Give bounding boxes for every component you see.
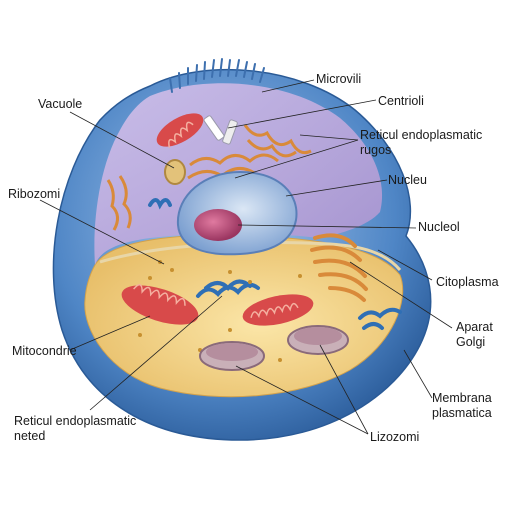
label-membrana-plasmatica: Membrana plasmatica [432,391,492,420]
smooth-er [148,198,402,330]
microvilli [169,58,265,93]
mitochondrion-top [156,113,204,148]
label-reticul-rugos: Reticul endoplasmatic rugos [360,128,483,157]
label-vacuole: Vacuole [38,97,83,111]
label-aparat-golgi: Aparat Golgi [456,320,493,349]
label-reticul-neted: Reticul endoplasmatic neted [14,414,137,443]
label-mitocondrie: Mitocondrie [12,344,77,358]
label-citoplasma: Citoplasma [436,275,499,289]
golgi-apparatus [310,233,368,302]
lysosomes [199,325,349,371]
label-microvili: Microvili [316,72,362,86]
label-ribozomi: Ribozomi [8,187,61,201]
mitochondrion-left [121,284,199,325]
mitochondrion-right [242,294,314,326]
label-nucleol: Nucleol [418,220,460,234]
nucleolus [194,209,242,241]
leader-lines [39,79,453,435]
label-lizozomi: Lizozomi [370,430,420,444]
centrioles [203,115,238,145]
rough-er [106,124,312,231]
label-nucleu: Nucleu [388,173,427,187]
label-centrioli: Centrioli [378,94,424,108]
vacuole [164,159,186,185]
